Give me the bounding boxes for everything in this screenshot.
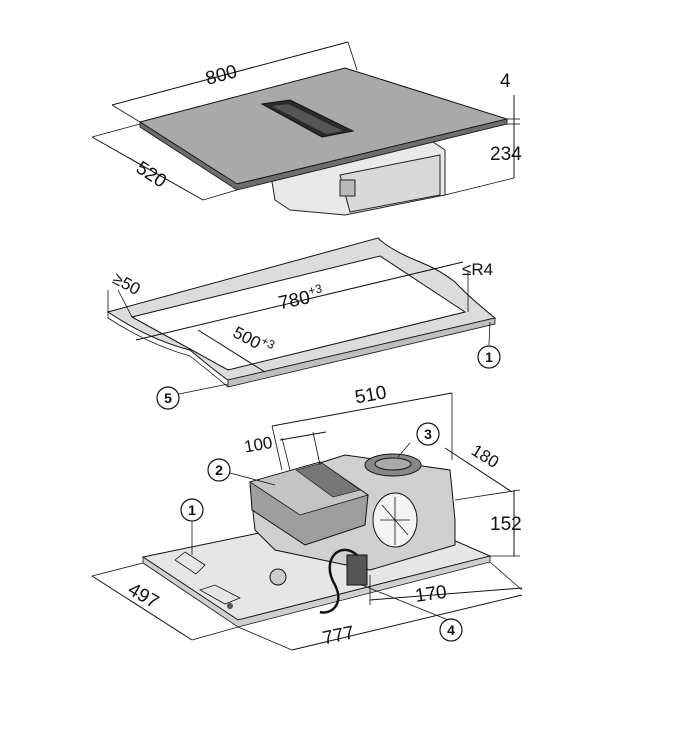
callout-1-bottom-label: 1 [188, 502, 196, 518]
callout-3-circle [416, 422, 440, 446]
callout-2-label: 2 [215, 462, 223, 478]
power-module [346, 554, 368, 586]
dim-4-label: 4 [500, 71, 511, 92]
dim-line-780 [135, 261, 464, 341]
worktop-front-edge [227, 317, 496, 388]
power-cable [319, 548, 358, 614]
dim-line-800 [111, 41, 349, 106]
dim-line-777 [291, 594, 523, 651]
dim-180-label: 180 [468, 441, 502, 472]
dim-780-tol: +3 [307, 281, 324, 298]
dim-170-label: 170 [414, 582, 448, 607]
dim-777-label: 777 [321, 622, 356, 649]
dim-min-edge-label: ≥50 [110, 269, 144, 299]
hob-connector [339, 179, 356, 197]
dim-497-label: 497 [124, 579, 162, 613]
downdraft-slot-inner [272, 104, 343, 134]
dim-500-tol: +3 [259, 333, 278, 352]
callout-4-label: 4 [447, 622, 455, 638]
callout-2-circle [207, 458, 231, 482]
dim-100-label: 100 [243, 433, 274, 457]
callout-3-label: 3 [424, 426, 432, 442]
callout-5-label: 5 [164, 390, 172, 406]
cutout-illustration: ≥50 ≤R4 780+3 500+3 1 5 [106, 237, 501, 410]
dim-500-label: 500+3 [230, 320, 278, 359]
dim-510-label: 510 [353, 382, 388, 408]
callout-1-top-circle [477, 345, 501, 369]
dim-780-value: 780 [277, 287, 312, 314]
dim-152-label: 152 [490, 514, 522, 535]
cable-gland [269, 568, 287, 586]
hob-top-illustration: 800 520 4 234 [91, 41, 522, 216]
dim-line-170 [369, 587, 523, 601]
worktop-frame [106, 237, 497, 381]
dim-line-180 [444, 447, 513, 493]
dim-800-label: 800 [203, 61, 239, 89]
filter-grille [295, 462, 361, 498]
hob-underside-illustration: 510 100 3 2 180 152 1 170 [91, 382, 523, 651]
dim-line-100 [279, 431, 327, 441]
dim-line-510 [271, 392, 453, 427]
dim-line-520 [91, 136, 204, 201]
dim-line-500 [197, 329, 266, 373]
callout-1-top-label: 1 [485, 349, 493, 365]
dim-radius-label: ≤R4 [462, 260, 493, 279]
dim-234-label: 234 [490, 144, 522, 165]
dim-780-label: 780+3 [276, 281, 326, 314]
callout-4-circle [439, 618, 463, 642]
dim-line-497 [91, 575, 193, 641]
callout-1-bottom-circle [180, 498, 204, 522]
callout-5-circle [156, 386, 180, 410]
dim-500-value: 500 [230, 323, 264, 353]
fan-housing [339, 154, 441, 213]
